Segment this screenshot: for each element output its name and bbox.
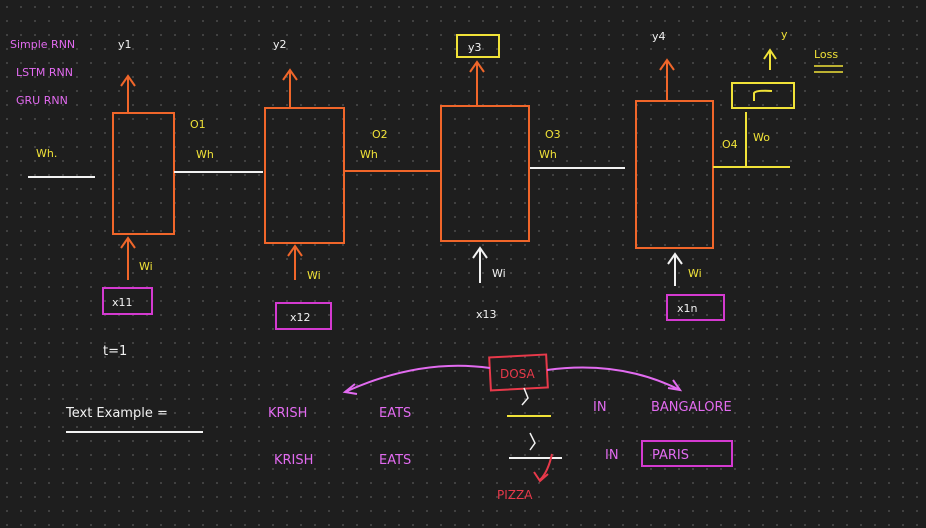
- label-wi-2: Wi: [307, 269, 321, 282]
- output-arrowhead-2: [282, 68, 298, 81]
- label-wh-2: Wh: [360, 148, 378, 161]
- label-x1n: x1n: [677, 302, 698, 315]
- row1-word-3: IN: [593, 400, 607, 415]
- output-arrowhead-4: [659, 58, 675, 71]
- pizza-arrowhead: [533, 471, 549, 483]
- label-y4: y4: [652, 30, 666, 43]
- label-wi-4: Wi: [688, 267, 702, 280]
- input-arrowhead-3: [472, 246, 488, 259]
- row2-word-4: PARIS: [652, 448, 689, 463]
- label-wo: Wo: [753, 131, 770, 144]
- output-box-y3: [456, 34, 500, 58]
- label-o3: O3: [545, 128, 561, 141]
- label-wh-1: Wh: [196, 148, 214, 161]
- rnn-cell-4: [635, 100, 714, 249]
- label-o2: O2: [372, 128, 388, 141]
- row2-word-1: KRISH: [274, 453, 313, 468]
- input-arrowhead-4: [667, 252, 683, 265]
- row2-word-2: EATS: [379, 453, 411, 468]
- label-y2: y2: [273, 38, 287, 51]
- rnn-cell-1: [112, 112, 175, 235]
- context-arc-right: [546, 366, 681, 391]
- legend-simple-rnn: Simple RNN: [10, 38, 75, 51]
- text-example-label: Text Example =: [65, 406, 168, 421]
- row2-word-3: IN: [605, 448, 619, 463]
- label-o1: O1: [190, 118, 206, 131]
- output-arrowhead-1: [120, 74, 136, 87]
- dosa-box: [488, 353, 549, 392]
- label-t1: t=1: [103, 344, 127, 359]
- final-y-arrowhead: [763, 48, 777, 60]
- label-x13: x13: [476, 308, 497, 321]
- row2-squiggle: [529, 432, 536, 451]
- row1-word-2: EATS: [379, 406, 411, 421]
- label-y3: y3: [468, 41, 482, 54]
- label-wh-3: Wh: [539, 148, 557, 161]
- context-arc-right-head: [667, 379, 683, 392]
- legend-lstm-rnn: LSTM RNN: [16, 66, 73, 79]
- input-arrowhead-2: [287, 244, 303, 257]
- label-pizza: PIZZA: [497, 488, 533, 502]
- row1-word-1: KRISH: [268, 406, 307, 421]
- activation-box: [731, 82, 795, 109]
- label-wi-3: Wi: [492, 267, 506, 280]
- label-x12: x12: [290, 311, 311, 324]
- label-loss: Loss: [814, 48, 838, 61]
- dosa-down-arrow: [521, 387, 529, 406]
- output-arrowhead-3: [469, 60, 485, 73]
- rnn-cell-3: [440, 105, 530, 242]
- input-box-x1n: [666, 294, 725, 321]
- label-wh-left: Wh.: [36, 147, 57, 160]
- context-arc-left-head: [342, 383, 358, 395]
- paris-box: [641, 440, 733, 467]
- legend-gru-rnn: GRU RNN: [16, 94, 68, 107]
- input-arrowhead-1: [120, 236, 136, 249]
- label-x11: x11: [112, 296, 133, 309]
- label-y1: y1: [118, 38, 132, 51]
- label-o4: O4: [722, 138, 738, 151]
- label-wi-1: Wi: [139, 260, 153, 273]
- input-box-x11: [102, 287, 153, 315]
- input-box-x12: [275, 302, 332, 330]
- row1-word-4: BANGALORE: [651, 400, 732, 415]
- context-arc-left: [344, 364, 491, 393]
- label-y-final: y: [781, 28, 788, 41]
- activation-symbol: [753, 89, 773, 101]
- label-dosa: DOSA: [500, 367, 536, 381]
- rnn-cell-2: [264, 107, 345, 244]
